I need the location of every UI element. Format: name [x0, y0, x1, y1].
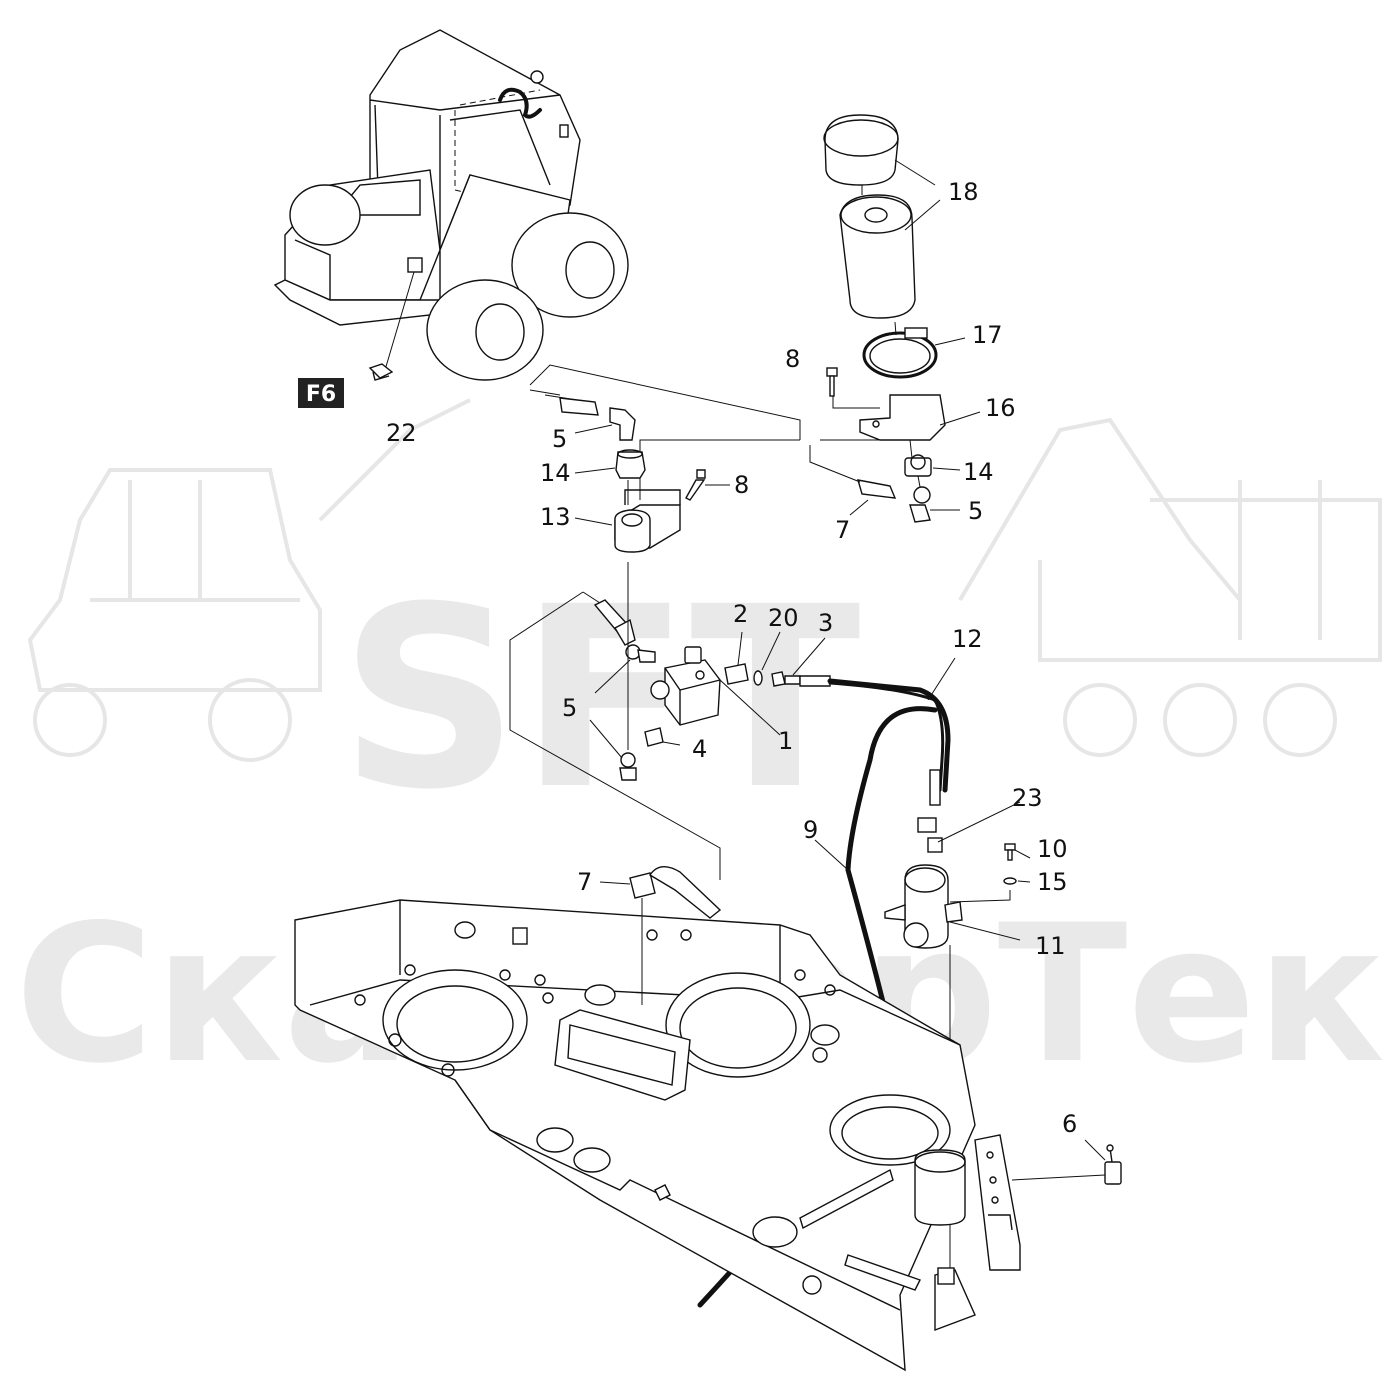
callout-14-upper: 14: [540, 459, 571, 487]
callout-7-top: 7: [835, 516, 850, 544]
part-12-hose: [827, 678, 951, 793]
part-7-hose-lower: [629, 866, 722, 919]
part-22-clip: [368, 363, 394, 381]
callout-13: 13: [540, 503, 571, 531]
leader-lines: [574, 159, 1106, 1161]
machine-front-wheel: [426, 279, 544, 381]
part-5-elbow-right: [909, 486, 931, 523]
watermark-tractor-left: [27, 398, 471, 762]
figure-badge-label: F6: [306, 382, 336, 407]
chassis-frame: [294, 866, 976, 1372]
callout-15: 15: [1037, 868, 1068, 896]
part-5-elbow-middle: [625, 644, 656, 663]
figure-badge: F6: [298, 378, 344, 408]
callouts: 18 17 8 16 14 5 7 22 5 14 8 13 2 20 3 12…: [386, 178, 1077, 1138]
callout-17: 17: [972, 321, 1003, 349]
callout-18: 18: [948, 178, 979, 206]
part-17-clamp: [862, 327, 938, 379]
part-1-valve-block: [650, 646, 721, 726]
callout-2: 2: [733, 600, 748, 628]
machine-front-left-wheel: [289, 184, 361, 246]
callout-5-right: 5: [968, 497, 983, 525]
part-20-seal-ring: [753, 670, 763, 686]
part-14-fitting-upper: [615, 449, 646, 479]
part-10-bolt: [1004, 843, 1016, 861]
part-6-switch: [1104, 1144, 1122, 1185]
part-13-mount-block: [614, 489, 681, 553]
part-14-fitting-right: [904, 454, 932, 477]
part-8-bolt-top: [826, 367, 838, 397]
part-6-switch-panel: [974, 1134, 1021, 1271]
part-4-plug: [644, 727, 664, 747]
callout-4: 4: [692, 735, 707, 763]
part-7-hose-middle: [593, 599, 636, 646]
callout-8-upper: 8: [734, 471, 749, 499]
part-5-elbow-lower: [619, 752, 637, 781]
callout-16: 16: [985, 394, 1016, 422]
part-15-washer: [1003, 877, 1017, 885]
part-7-hose-end-right: [857, 479, 897, 499]
callout-7-lower: 7: [577, 868, 592, 896]
callout-22: 22: [386, 419, 417, 447]
callout-14-right: 14: [963, 458, 994, 486]
part-8-bolt-upper: [685, 469, 706, 501]
part-18-filter-element: [839, 194, 916, 319]
part-16-bracket: [859, 394, 946, 441]
cylinder-mount: [914, 1149, 976, 1332]
callout-1: 1: [778, 727, 793, 755]
hose-route-top: [529, 364, 880, 500]
callout-23: 23: [1012, 784, 1043, 812]
callout-10: 10: [1037, 835, 1068, 863]
callout-12: 12: [952, 625, 983, 653]
part-5-elbow-upper: [609, 407, 636, 441]
callout-20: 20: [768, 604, 799, 632]
part-18-cap: [823, 114, 899, 186]
callout-5-middle: 5: [562, 694, 577, 722]
callout-9: 9: [803, 816, 818, 844]
callout-11: 11: [1035, 932, 1066, 960]
part-2-adapter: [724, 663, 749, 685]
part-11-accumulator: [884, 864, 963, 949]
valve-assembly: [509, 580, 801, 880]
watermark-brand: SFT: [339, 553, 860, 844]
part-7-hose-upper: [544, 394, 599, 416]
callout-8-top: 8: [785, 345, 800, 373]
machine-rear-wheel: [511, 212, 629, 318]
callout-6: 6: [1062, 1110, 1077, 1138]
filter-assembly: [823, 114, 946, 523]
part-23-fitting: [917, 769, 943, 853]
machine-overview: [273, 29, 629, 381]
watermark-excavator-right: [958, 417, 1382, 757]
callout-3: 3: [818, 609, 833, 637]
callout-5-upper: 5: [552, 425, 567, 453]
